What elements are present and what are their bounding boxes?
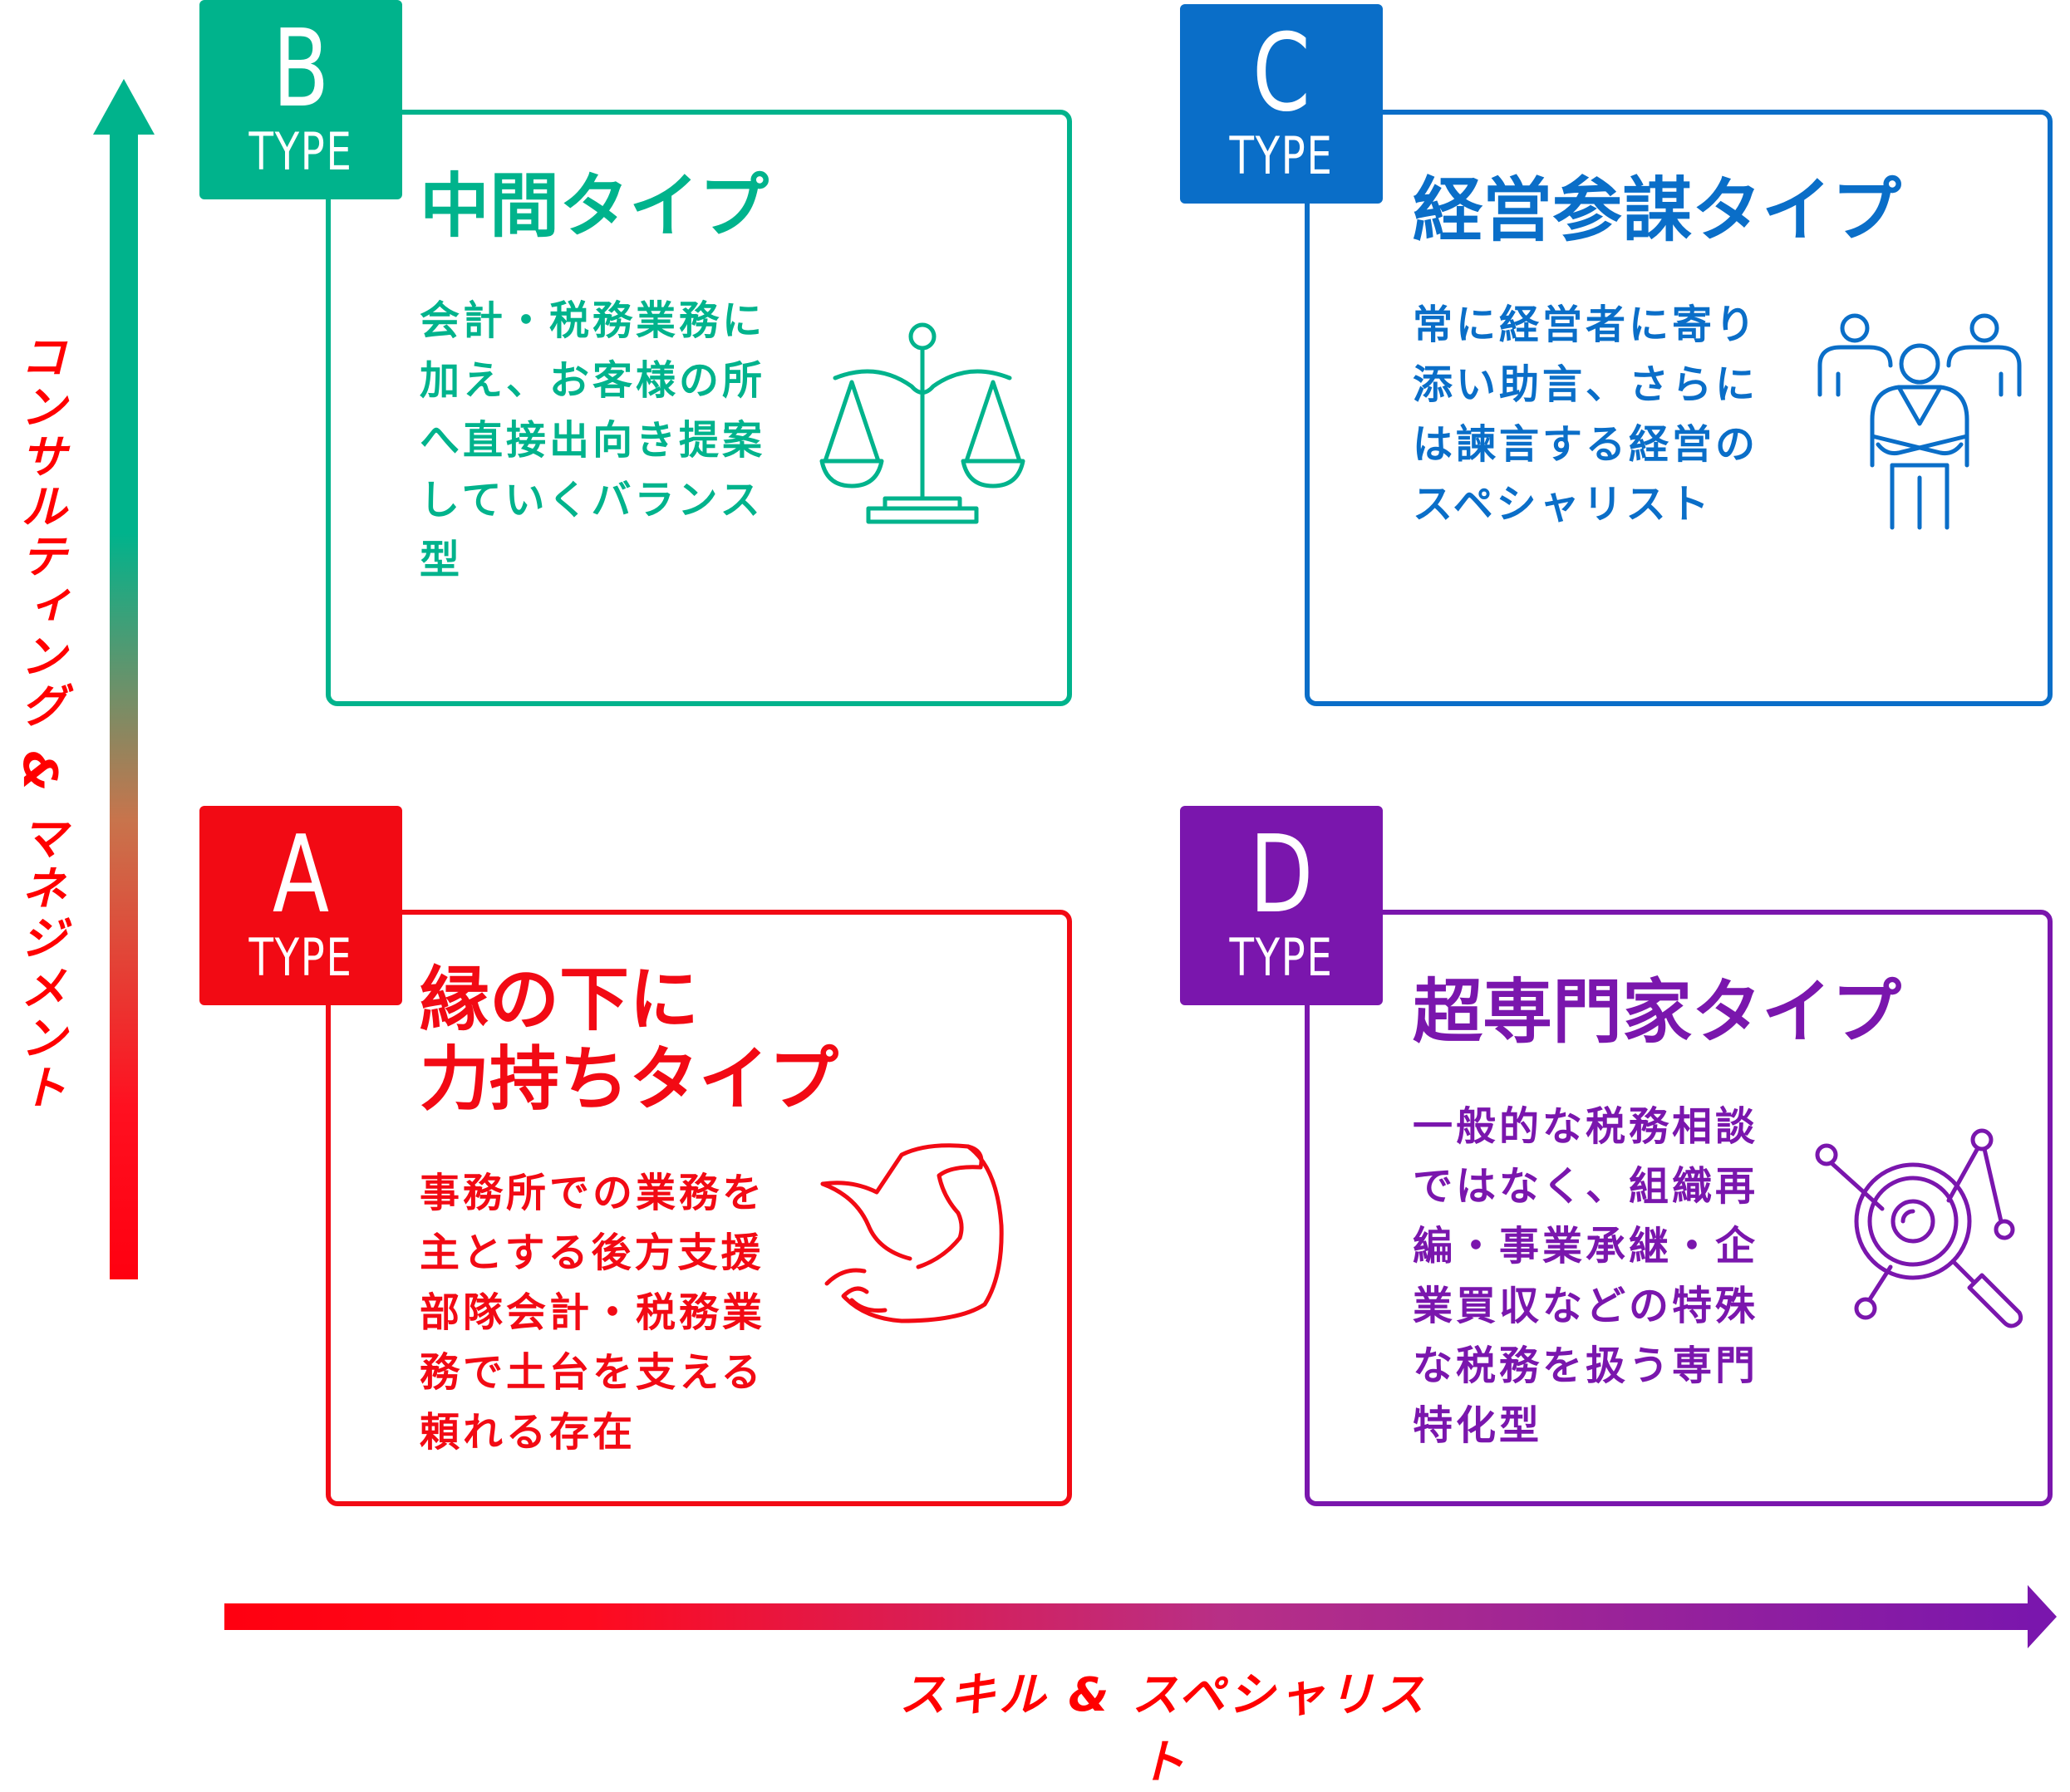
vertical-axis-arrow: [93, 79, 155, 1279]
type-a-description: 事務所での業務を 主とする後方支援 部隊会計・税務業 務で土台を支える 頼れる存…: [420, 1170, 766, 1456]
type-d-letter: D: [1249, 813, 1314, 937]
type-b-badge: B TYPE: [199, 0, 402, 199]
type-a-badge: A TYPE: [199, 806, 402, 1005]
magnifier-network-icon: [1815, 1128, 2023, 1328]
type-a-title: 縁の下に 力持ちタイプ: [420, 959, 839, 1120]
type-c-badge: C TYPE: [1180, 4, 1383, 204]
advisor-group-icon: [1817, 313, 2022, 530]
type-c-type-label: TYPE: [1229, 125, 1334, 186]
vertical-axis-label: コンサルティング & マネジメント: [12, 332, 66, 1113]
type-d-badge: D TYPE: [1180, 806, 1383, 1005]
type-b-letter: B: [272, 7, 330, 131]
type-d-description: 一般的な税務相談 ではなく、組織再 編・事業承継・企 業買収などの特殊 な税務を…: [1413, 1103, 1759, 1449]
type-d-title: 超専門家タイプ: [1413, 971, 1902, 1053]
type-a-card: [326, 910, 1072, 1506]
type-a-letter: A: [272, 813, 330, 937]
horizontal-axis-label: スキル & スペシャリスト: [899, 1668, 1428, 1790]
type-b-card: [326, 110, 1072, 706]
type-b-description: 会計・税務業務に 加え、お客様の所 へ直接出向き提案 していくバランス 型: [420, 297, 766, 583]
type-b-type-label: TYPE: [248, 121, 353, 182]
axes-graphic: [93, 79, 2057, 1648]
horizontal-axis-arrow: [224, 1585, 2057, 1648]
flexed-arm-icon: [820, 1143, 1004, 1323]
type-c-title: 経営参謀タイプ: [1413, 169, 1902, 251]
type-d-type-label: TYPE: [1229, 927, 1334, 988]
type-c-description: 常に経営者に寄り 添い助言、さらに は諫言する経営の スペシャリスト: [1413, 302, 1759, 528]
type-a-type-label: TYPE: [248, 927, 353, 988]
balance-scale-icon: [819, 322, 1025, 524]
type-b-title: 中間タイプ: [420, 165, 769, 247]
type-c-letter: C: [1252, 12, 1310, 135]
